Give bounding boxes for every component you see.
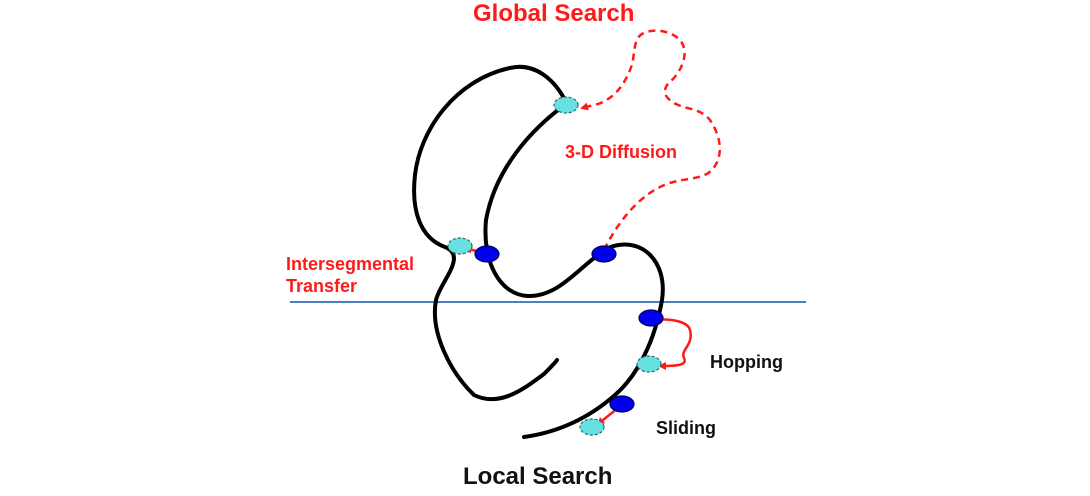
sliding-label: Sliding bbox=[656, 418, 716, 438]
protein-unbound-top bbox=[553, 96, 579, 114]
hopping-path bbox=[653, 318, 692, 370]
protein-bound-sliding bbox=[609, 395, 635, 413]
global-search-label: Global Search bbox=[473, 0, 635, 27]
protein-unbound-intersegmental bbox=[447, 237, 473, 255]
local-search-label: Local Search bbox=[463, 463, 613, 490]
dna-strand bbox=[412, 64, 568, 402]
protein-bound-diffusion-start bbox=[591, 245, 617, 263]
protein-unbound-sliding bbox=[579, 418, 605, 436]
hopping-label: Hopping bbox=[710, 352, 783, 372]
protein-bound-hopping bbox=[638, 309, 664, 327]
protein-bound-intersegmental bbox=[474, 245, 500, 263]
protein-unbound-hopping bbox=[636, 355, 662, 373]
diffusion-label: 3-D Diffusion bbox=[565, 142, 677, 162]
diffusion-path bbox=[580, 29, 721, 251]
intersegmental-label-line2: Transfer bbox=[286, 276, 358, 296]
intersegmental-label-line1: Intersegmental bbox=[286, 254, 415, 274]
